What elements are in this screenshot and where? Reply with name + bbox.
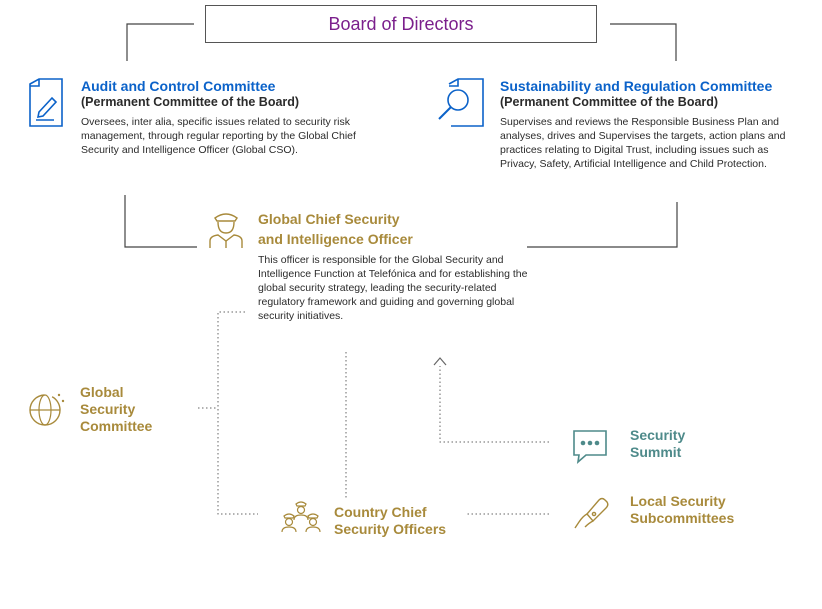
arrow-up-icon	[433, 357, 447, 366]
cso-description: This officer is responsible for the Glob…	[258, 254, 528, 322]
local-line2: Subcommittees	[630, 510, 735, 526]
sustain-subtitle: (Permanent Committee of the Board)	[500, 95, 719, 109]
summit-line2: Summit	[630, 444, 682, 460]
sustain-description: Supervises and reviews the Responsible B…	[500, 116, 786, 170]
global-committee-line1: Global	[80, 384, 124, 400]
chat-bubble-icon	[573, 430, 607, 465]
group-people-icon	[281, 501, 321, 533]
sustain-cso-connector	[527, 202, 678, 248]
audit-cso-connector	[124, 195, 197, 248]
board-title: Board of Directors	[328, 13, 474, 34]
local-line1: Local Security	[630, 493, 726, 509]
country-line2: Security Officers	[334, 521, 447, 537]
summit-line1: Security	[630, 427, 686, 443]
global-committee-line3: Committee	[80, 418, 153, 434]
sustain-title: Sustainability and Regulation Committee	[500, 78, 773, 94]
audit-description: Oversees, inter alia, specific issues re…	[81, 116, 356, 156]
cso-title-line1: Global Chief Security	[258, 211, 400, 227]
board-box: Board of Directors	[205, 5, 597, 43]
hand-tag-icon	[574, 497, 609, 529]
audit-title: Audit and Control Committee	[81, 78, 276, 94]
globe-icon	[29, 393, 65, 426]
document-pen-icon	[29, 78, 63, 127]
summit-cso-connector	[439, 366, 549, 443]
board-left-connector	[126, 23, 194, 61]
cso-title-line2: and Intelligence Officer	[258, 231, 413, 247]
officer-person-icon	[209, 213, 243, 248]
document-magnifier-icon	[438, 78, 484, 127]
global-committee-line2: Security	[80, 401, 136, 417]
cso-country-left-connector	[217, 311, 258, 515]
country-line1: Country Chief	[334, 504, 427, 520]
audit-subtitle: (Permanent Committee of the Board)	[81, 95, 300, 109]
board-right-connector	[610, 23, 677, 61]
